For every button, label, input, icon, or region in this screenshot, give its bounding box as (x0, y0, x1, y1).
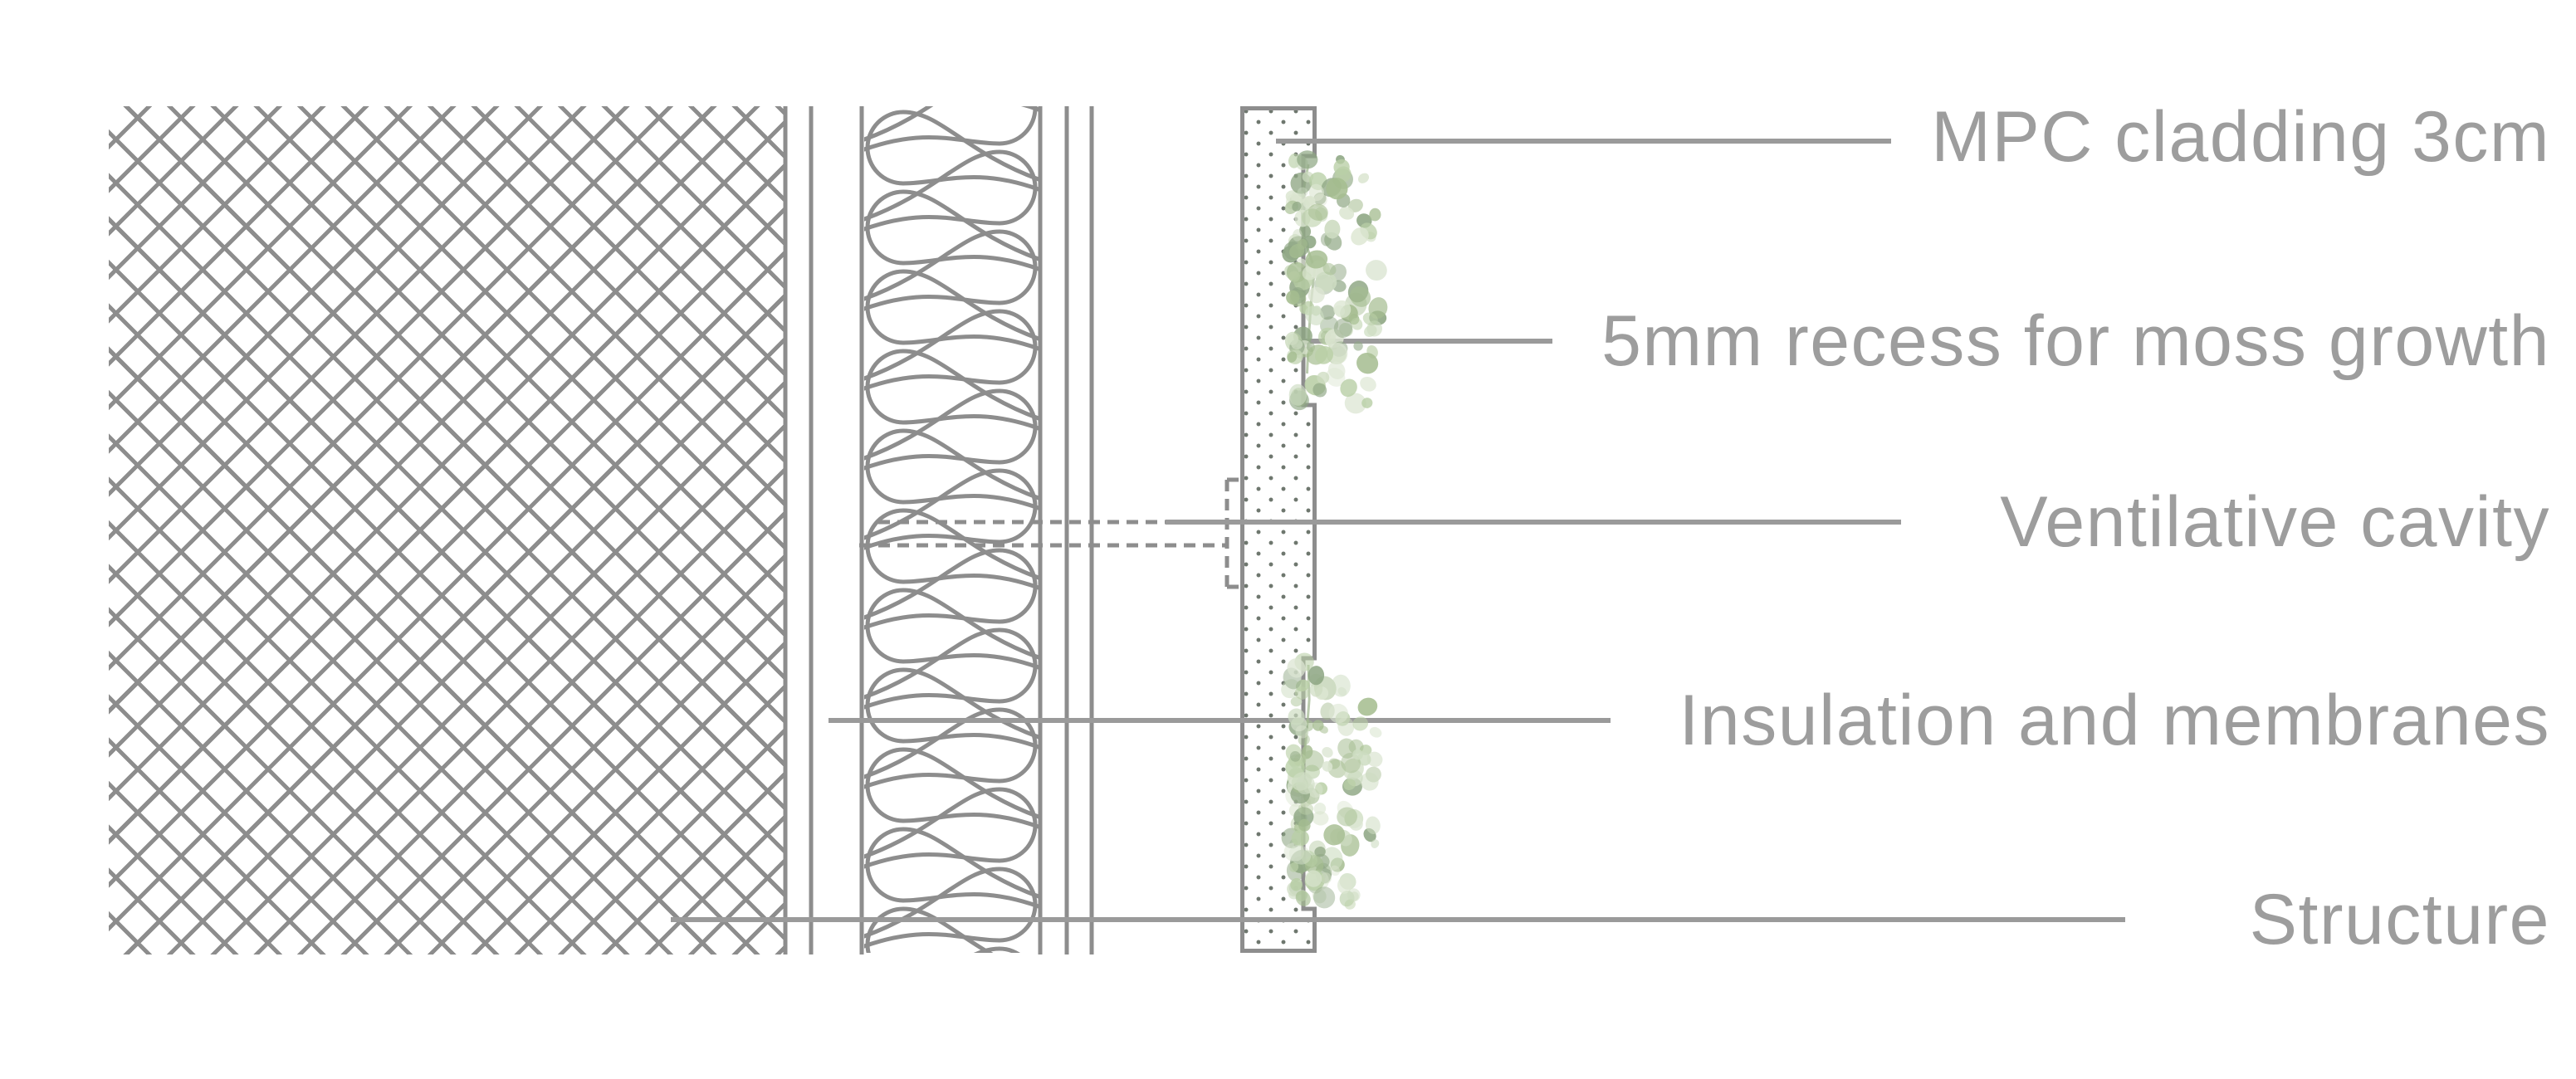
moss-patch-upper (1282, 150, 1388, 414)
label-ventilative-cavity: Ventilative cavity (2000, 482, 2550, 562)
label-mpc-cladding: MPC cladding 3cm (1931, 97, 2550, 177)
structure-hatch-layer (109, 106, 785, 954)
moss-patch-lower (1281, 652, 1383, 910)
insulation-batt-symbol (864, 106, 1039, 953)
leader-lines (671, 139, 2125, 922)
cavity-dashed-outline (859, 477, 1239, 589)
label-insulation: Insulation and membranes (1679, 681, 2550, 760)
label-structure: Structure (2249, 880, 2550, 959)
membrane-lines (783, 106, 1094, 954)
label-moss-recess: 5mm recess for moss growth (1601, 301, 2550, 381)
